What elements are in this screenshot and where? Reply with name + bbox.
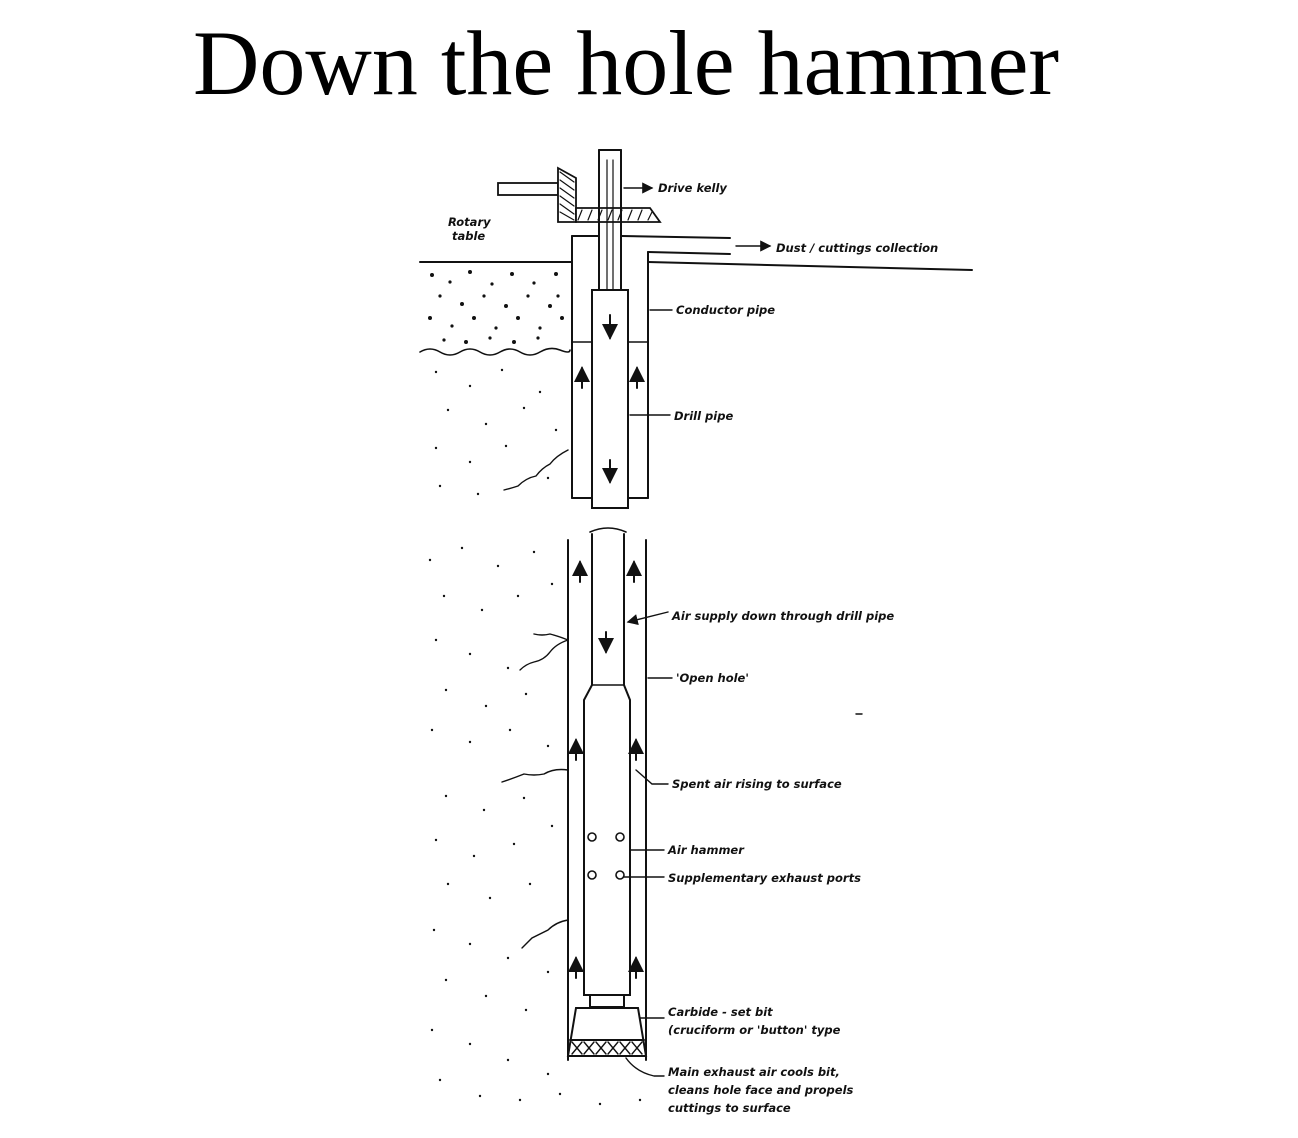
rotary-table: [497, 166, 662, 223]
label-bit-line1: Carbide - set bit: [668, 1005, 773, 1019]
exhaust-ports: [587, 832, 625, 880]
page-title: Down the hole hammer: [192, 12, 1060, 114]
diagram-labels: Rotary table Drive kelly Dust / cuttings…: [448, 181, 938, 1115]
label-open-hole: 'Open hole': [676, 671, 749, 685]
rock-fractures: [501, 449, 569, 949]
drive-kelly: [598, 149, 622, 291]
label-drill-pipe: Drill pipe: [674, 409, 733, 423]
drill-pipe-lower: [583, 527, 631, 996]
carbide-bit: [566, 994, 648, 1057]
label-dust-collection: Dust / cuttings collection: [776, 241, 938, 255]
label-air-supply: Air supply down through drill pipe: [671, 609, 894, 623]
ground-surface: [419, 261, 973, 356]
leader-lines: [623, 182, 863, 1077]
open-hole-walls: [567, 539, 647, 1061]
label-air-hammer: Air hammer: [667, 843, 745, 857]
label-exhaust-line2: cleans hole face and propels: [668, 1083, 854, 1097]
flow-arrows: [568, 314, 645, 979]
label-exhaust-line1: Main exhaust air cools bit,: [668, 1065, 840, 1079]
label-spent-air: Spent air rising to surface: [672, 777, 842, 791]
label-exhaust-line3: cuttings to surface: [668, 1101, 791, 1115]
label-rotary-table-line2: table: [452, 229, 485, 243]
label-exhaust-ports: Supplementary exhaust ports: [668, 871, 861, 885]
label-rotary-table-line1: Rotary: [448, 215, 491, 229]
label-drive-kelly: Drive kelly: [658, 181, 727, 195]
label-conductor-pipe: Conductor pipe: [676, 303, 775, 317]
soil-texture: [428, 270, 642, 1106]
label-bit-line2: (cruciform or 'button' type: [668, 1023, 841, 1037]
